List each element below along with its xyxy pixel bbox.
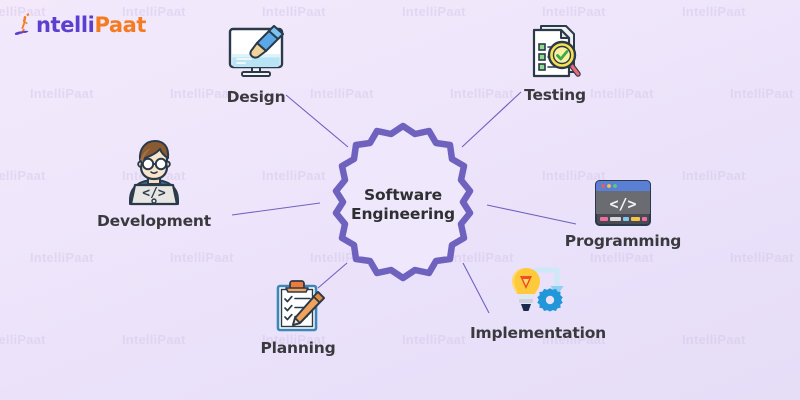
lightbulb-gear-arrow-icon <box>505 262 571 320</box>
svg-text:</>: </> <box>609 195 636 213</box>
node-development-label: Development <box>97 212 211 230</box>
node-planning[interactable]: Planning <box>238 277 358 357</box>
connector-development <box>231 202 321 216</box>
gear-icon <box>332 122 474 282</box>
connector-testing <box>461 91 522 148</box>
node-programming[interactable]: </> Programming <box>553 178 693 250</box>
node-programming-label: Programming <box>564 232 682 250</box>
clipboard-pencil-icon <box>269 277 327 335</box>
logo-text-secondary: Paat <box>94 12 147 37</box>
node-implementation[interactable]: Implementation <box>448 262 628 342</box>
node-testing[interactable]: Testing <box>495 22 615 104</box>
connector-implementation <box>462 262 490 314</box>
document-magnifier-check-icon <box>524 22 586 82</box>
node-design[interactable]: Design <box>196 24 316 106</box>
node-implementation-label: Implementation <box>469 324 606 342</box>
connector-programming <box>486 204 577 225</box>
node-design-label: Design <box>226 88 286 106</box>
code-window-icon: </> <box>594 178 652 228</box>
node-testing-label: Testing <box>524 86 586 104</box>
monitor-paintbrush-icon <box>225 24 287 84</box>
logo-figure-icon <box>14 13 30 35</box>
logo-text-primary: ntelli <box>36 12 95 37</box>
svg-text:</>: </> <box>142 186 166 201</box>
node-planning-label: Planning <box>260 339 336 357</box>
intellipaat-logo: ntelliPaat <box>14 12 146 38</box>
logo-text: ntelliPaat <box>36 12 147 37</box>
node-development[interactable]: </> Development <box>84 138 224 230</box>
connector-planning <box>317 262 348 289</box>
developer-laptop-icon: </> <box>117 138 191 208</box>
connector-design <box>285 94 349 148</box>
